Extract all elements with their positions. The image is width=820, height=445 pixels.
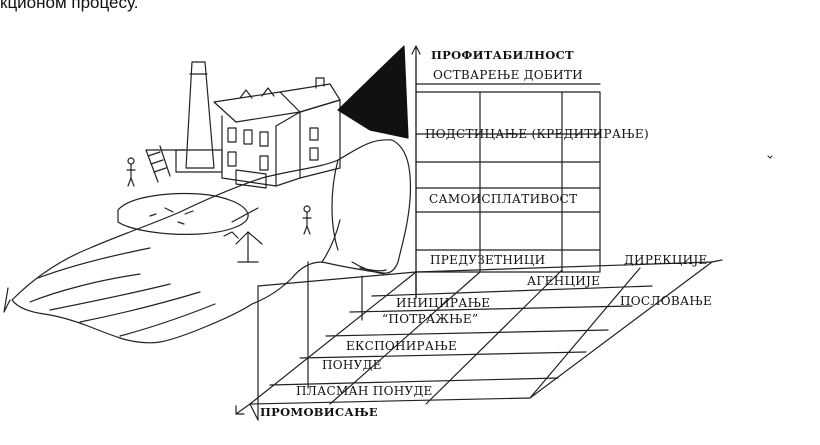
depth-level-label: АГЕНЦИЈЕ: [527, 274, 600, 288]
promotion-level-label: ПЛАСМАН ПОНУДЕ: [296, 384, 433, 398]
vertical-level-label: САМОИСПЛАТИВОСТ: [429, 192, 577, 206]
dark-roof-icon: [338, 46, 408, 138]
vertical-level-label: ПРЕДУЗЕТНИЦИ: [430, 253, 545, 267]
promotion-level-label: “ПОТРАЖЊЕ”: [382, 312, 478, 326]
depth-level-label: ДИРЕКЦИЈЕ: [624, 253, 708, 267]
vertical-axis-title: ПРОФИТАБИЛНОСТ: [431, 48, 574, 62]
ladder-icon: [146, 146, 185, 182]
factory-chimney-icon: [176, 62, 222, 172]
depth-level-label: ПОСЛОВАЊЕ: [620, 294, 712, 308]
tree-icon: [232, 208, 262, 262]
house-icon: [214, 78, 340, 188]
promotion-level-label: ПОНУДЕ: [322, 358, 382, 372]
vertical-level-label: ПОДСТИЦАЊЕ (КРЕДИТИРАЊЕ): [425, 127, 649, 141]
horizontal-axis-title: ПРОМОВИСАЊЕ: [260, 405, 378, 419]
lake-icon: [118, 194, 248, 235]
promotion-level-label: ЕКСПОНИРАЊЕ: [346, 339, 457, 353]
vertical-level-label: ОСТВАРЕЊЕ ДОБИТИ: [433, 68, 583, 82]
person-icon: [127, 158, 311, 238]
promotion-level-label: ИНИЦИРАЊЕ: [396, 296, 490, 310]
floor-grid: [250, 262, 712, 404]
